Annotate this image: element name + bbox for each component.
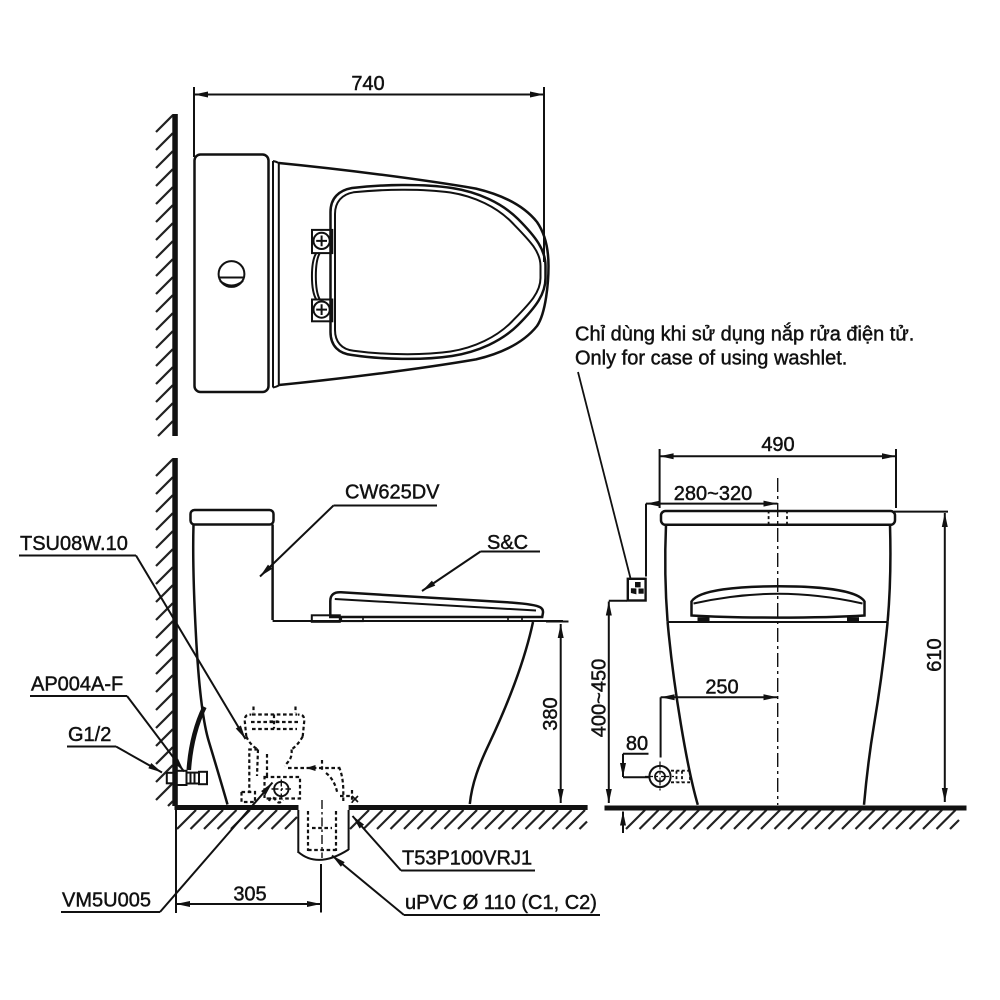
- svg-text:VM5U005: VM5U005: [62, 890, 151, 912]
- svg-text:740: 740: [351, 73, 384, 95]
- svg-text:380: 380: [540, 697, 562, 730]
- svg-text:610: 610: [924, 638, 946, 671]
- svg-text:uPVC Ø 110 (C1, C2): uPVC Ø 110 (C1, C2): [405, 892, 597, 914]
- svg-text:T53P100VRJ1: T53P100VRJ1: [402, 848, 532, 870]
- svg-text:400~450: 400~450: [589, 659, 611, 737]
- svg-text:Only for case of using washlet: Only for case of using washlet.: [575, 348, 847, 370]
- svg-text:G1/2: G1/2: [68, 724, 111, 746]
- svg-text:CW625DV: CW625DV: [345, 482, 440, 504]
- svg-text:S&C: S&C: [487, 532, 528, 554]
- svg-text:490: 490: [761, 434, 794, 456]
- svg-text:280~320: 280~320: [674, 483, 752, 505]
- svg-text:Chỉ dùng khi sử dụng nắp rửa đ: Chỉ dùng khi sử dụng nắp rửa điện tử.: [575, 323, 914, 346]
- svg-text:305: 305: [233, 884, 266, 906]
- svg-text:AP004A-F: AP004A-F: [31, 674, 123, 696]
- svg-text:250: 250: [705, 677, 738, 699]
- svg-text:80: 80: [626, 733, 648, 755]
- svg-text:TSU08W.10: TSU08W.10: [20, 533, 128, 555]
